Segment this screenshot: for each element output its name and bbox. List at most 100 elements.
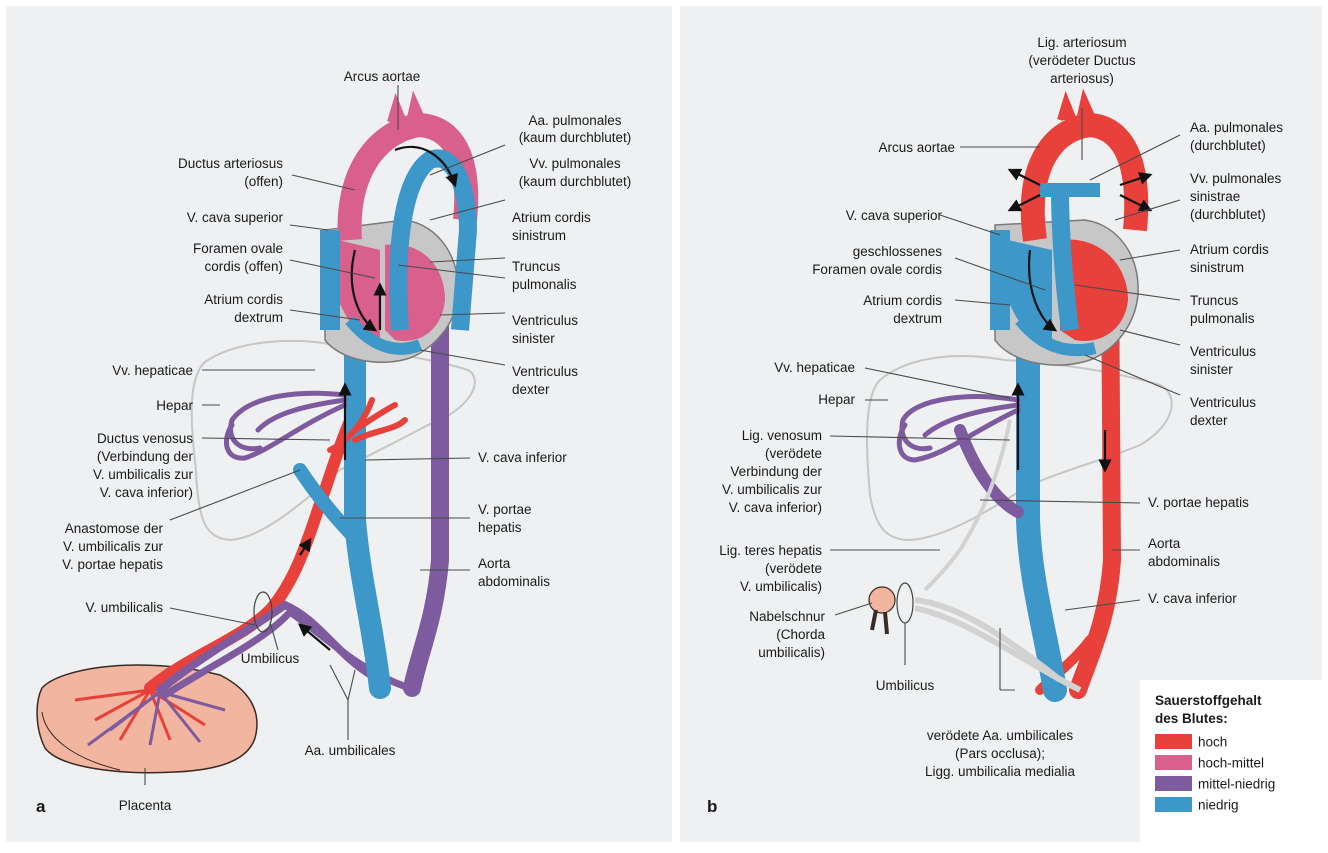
label-atrium-dextrum-a-2: dextrum [234, 310, 283, 325]
label-lig-venosum-2: (verödete [765, 446, 822, 461]
legend-swatch [1155, 734, 1192, 749]
legend-label: mittel-niedrig [1198, 777, 1275, 792]
label-v-umbilicalis: V. umbilicalis [85, 600, 163, 615]
label-ductus-venosus-4: V. cava inferior) [100, 485, 193, 500]
label-aorta-abdominalis-b-1: Aorta [1148, 536, 1181, 551]
label-umbilicus-b: Umbilicus [876, 678, 935, 693]
label-anastomose-1: Anastomose der [65, 521, 164, 536]
label-placenta: Placenta [119, 798, 172, 813]
label-lig-venosum-3: Verbindung der [730, 464, 822, 479]
label-arcus-aortae-a: Arcus aortae [344, 69, 421, 84]
label-ventriculus-dexter-a-2: dexter [512, 382, 550, 397]
label-umbilicus-a: Umbilicus [241, 651, 300, 666]
label-aorta-abdominalis-a-2: abdominalis [478, 574, 550, 589]
label-vv-pulmonales-b-1: Vv. pulmonales [1190, 171, 1282, 186]
legend-swatch [1155, 797, 1192, 812]
label-lig-venosum-5: V. cava inferior) [729, 500, 822, 515]
nabelschnur-stump [869, 587, 895, 613]
truncus-pulmonalis-b [1060, 190, 1070, 330]
placenta-shape [37, 665, 257, 773]
label-aa-pulmonales-b-2: (durchblutet) [1190, 138, 1266, 153]
legend-title-1: Sauerstoffgehalt [1155, 693, 1262, 708]
label-anastomose-3: V. portae hepatis [62, 557, 163, 572]
label-ventriculus-sinister-b-2: sinister [1190, 362, 1233, 377]
label-ductus-venosus-2: (Verbindung der [97, 449, 194, 464]
label-ventriculus-dexter-b-1: Ventriculus [1190, 395, 1256, 410]
label-lig-venosum-4: V. umbilicalis zur [722, 482, 823, 497]
panel-b-letter: b [707, 797, 717, 816]
label-aa-pulmonales-a-2: (kaum durchblutet) [519, 130, 632, 145]
legend-label: hoch-mittel [1198, 756, 1264, 771]
label-vv-hepaticae-a: Vv. hepaticae [112, 363, 193, 378]
label-lig-teres-2: (verödete [765, 561, 822, 576]
label-aa-umbilicales: Aa. umbilicales [305, 743, 396, 758]
label-arcus-aortae-b: Arcus aortae [878, 140, 955, 155]
label-v-cava-superior-a: V. cava superior [187, 210, 284, 225]
label-truncus-a-1: Truncus [512, 259, 561, 274]
label-v-cava-inferior-a: V. cava inferior [478, 450, 567, 465]
label-nabelschnur-3: umbilicalis) [758, 645, 825, 660]
label-foramen-b-2: Foramen ovale cordis [812, 262, 942, 277]
legend-label: niedrig [1198, 798, 1239, 813]
label-vv-pulmonales-a-2: (kaum durchblutet) [519, 174, 632, 189]
label-ventriculus-sinister-a-1: Ventriculus [512, 313, 578, 328]
label-ductus-arteriosus-2: (offen) [244, 174, 283, 189]
label-truncus-a-2: pulmonalis [512, 277, 577, 292]
label-ductus-venosus-1: Ductus venosus [97, 431, 193, 446]
label-nabelschnur-2: (Chorda [776, 627, 825, 642]
label-lig-teres-1: Lig. teres hepatis [719, 543, 822, 558]
label-ventriculus-sinister-b-1: Ventriculus [1190, 344, 1256, 359]
label-aorta-abdominalis-b-2: abdominalis [1148, 554, 1220, 569]
label-ventriculus-dexter-b-2: dexter [1190, 413, 1228, 428]
label-foramen-b-1: geschlossenes [853, 244, 943, 259]
label-aorta-abdominalis-a-1: Aorta [478, 556, 511, 571]
label-ductus-arteriosus-1: Ductus arteriosus [178, 156, 283, 171]
label-atrium-sinistrum-a-1: Atrium cordis [512, 210, 591, 225]
label-veroedete-3: Ligg. umbilicalia medialia [925, 764, 1076, 779]
label-v-cava-inferior-b: V. cava inferior [1148, 591, 1237, 606]
label-atrium-sinistrum-b-2: sinistrum [1190, 260, 1244, 275]
label-truncus-b-2: pulmonalis [1190, 311, 1255, 326]
label-v-cava-superior-b: V. cava superior [846, 208, 943, 223]
label-lig-venosum-1: Lig. venosum [742, 428, 822, 443]
label-lig-teres-3: V. umbilicalis) [740, 579, 822, 594]
label-truncus-b-1: Truncus [1190, 293, 1239, 308]
label-ventriculus-dexter-a-1: Ventriculus [512, 364, 578, 379]
label-v-portae-a-2: hepatis [478, 520, 522, 535]
legend-label: hoch [1198, 735, 1227, 750]
label-anastomose-2: V. umbilicalis zur [63, 539, 164, 554]
label-atrium-dextrum-b-1: Atrium cordis [863, 293, 942, 308]
label-ventriculus-sinister-a-2: sinister [512, 331, 555, 346]
label-atrium-sinistrum-b-1: Atrium cordis [1190, 242, 1269, 257]
label-atrium-dextrum-b-2: dextrum [893, 311, 942, 326]
label-vv-pulmonales-a-1: Vv. pulmonales [529, 156, 621, 171]
label-hepar-b: Hepar [818, 392, 855, 407]
label-lig-arteriosum-3: arteriosus) [1050, 71, 1114, 86]
label-hepar-a: Hepar [156, 398, 193, 413]
legend-swatch [1155, 755, 1192, 770]
legend: Sauerstoffgehalt des Blutes: hoch hoch-mi… [1140, 680, 1324, 844]
label-atrium-sinistrum-a-2: sinistrum [512, 228, 566, 243]
label-foramen-ovale-2: cordis (offen) [204, 259, 283, 274]
label-v-portae-b: V. portae hepatis [1148, 495, 1249, 510]
panel-a-letter: a [36, 797, 46, 816]
label-vv-pulmonales-b-2: sinistrae [1190, 189, 1240, 204]
label-v-portae-a-1: V. portae [478, 502, 532, 517]
label-veroedete-2: (Pars occlusa); [955, 746, 1045, 761]
label-lig-arteriosum-1: Lig. arteriosum [1037, 35, 1126, 50]
legend-swatch [1155, 776, 1192, 791]
label-atrium-dextrum-a-1: Atrium cordis [204, 292, 283, 307]
label-ductus-venosus-3: V. umbilicalis zur [93, 467, 194, 482]
label-vv-hepaticae-b: Vv. hepaticae [774, 360, 855, 375]
label-aa-pulmonales-a-1: Aa. pulmonales [528, 113, 621, 128]
legend-title-2: des Blutes: [1155, 711, 1228, 726]
label-lig-arteriosum-2: (verödeter Ductus [1028, 53, 1136, 68]
panel-a: Arcus aortae Aa. pulmonales (kaum durchb… [6, 6, 672, 842]
label-foramen-ovale-1: Foramen ovale [193, 241, 283, 256]
label-vv-pulmonales-b-3: (durchblutet) [1190, 207, 1266, 222]
label-veroedete-1: verödete Aa. umbilicales [927, 728, 1074, 743]
label-aa-pulmonales-b-1: Aa. pulmonales [1190, 120, 1283, 135]
label-nabelschnur-1: Nabelschnur [749, 609, 825, 624]
